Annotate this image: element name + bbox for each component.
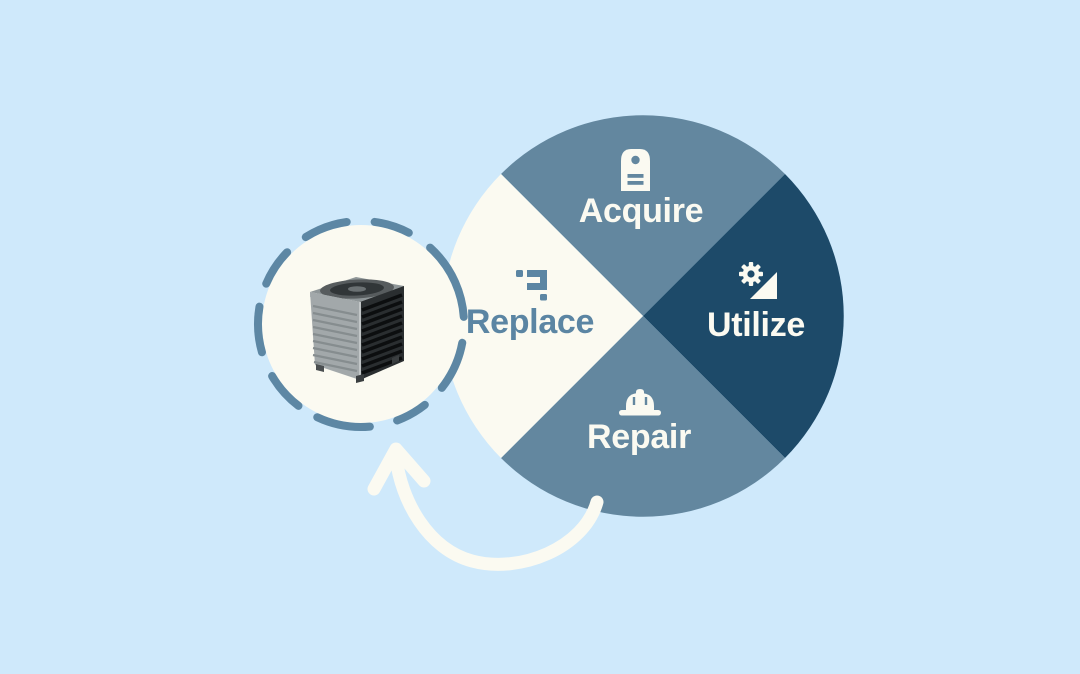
cycle-arrow-shaft (389, 450, 604, 571)
dashed-ring (254, 217, 468, 431)
price-tag-icon (621, 149, 650, 191)
asset-lifecycle-pie (442, 115, 844, 517)
hard-hat-icon (619, 389, 661, 416)
segment-label-replace: Replace (466, 303, 594, 341)
segment-wedge-acquire (501, 115, 785, 316)
segment-label-acquire: Acquire (579, 192, 704, 230)
swap-arrows-icon (516, 270, 547, 301)
segment-wedge-replace (442, 174, 643, 458)
segment-wedge-utilize (643, 174, 844, 458)
cycle-arrow (367, 442, 604, 571)
segment-label-repair: Repair (587, 418, 691, 456)
air-conditioner-unit-image (310, 277, 404, 383)
segment-label-utilize: Utilize (707, 306, 805, 344)
segment-wedge-repair (501, 316, 785, 517)
cycle-arrow-head (367, 442, 431, 496)
gear-efficiency-icon (738, 261, 777, 299)
